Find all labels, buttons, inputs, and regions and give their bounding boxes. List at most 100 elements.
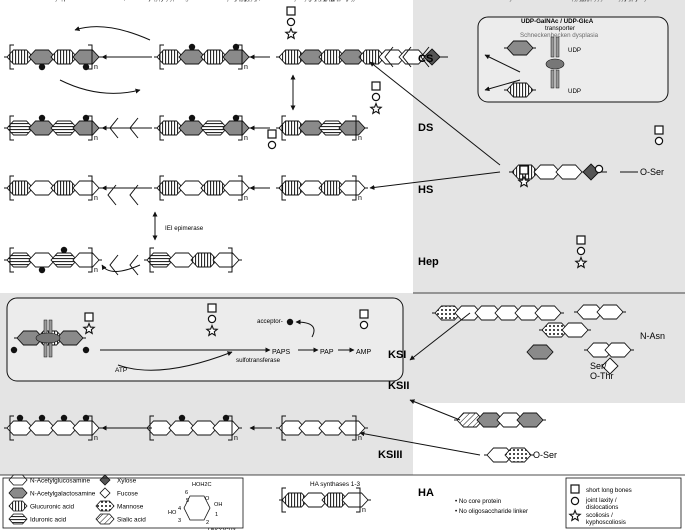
symbol-legend-label: kyphoscoliosis — [586, 519, 626, 526]
sugar-glcnac — [72, 180, 100, 196]
enzyme-label-line: Muscular dystrophy- — [302, 0, 358, 2]
transporter-protein — [545, 58, 565, 70]
enzyme-annotations: C6STsulfotransferaseSpondylo-epiphyseald… — [29, 0, 664, 522]
enzyme-label-line: sulfate transporter — [30, 0, 80, 2]
legend-label: Sialic acid — [117, 517, 146, 524]
short-long-bones-symbol — [570, 484, 580, 494]
legend-swatch — [8, 500, 28, 512]
short-long-bones-symbol — [286, 6, 296, 16]
enzyme-label-line: gPAPP — [308, 0, 328, 2]
structure-label: 4 — [178, 506, 181, 512]
enzyme-label-line: EDS — [579, 0, 592, 2]
joint-laxity-symbol — [654, 136, 664, 146]
repeat-bracket-left — [281, 415, 286, 441]
joint-laxity-symbol — [371, 92, 381, 102]
legend-label: Xylose — [117, 478, 137, 485]
enzyme-label-line: Brachyolmia type 4 with — [132, 0, 198, 2]
atp-label: ATP — [115, 367, 127, 374]
chevron-mark — [109, 117, 119, 139]
dtdst-channel — [48, 342, 53, 358]
enzyme-label-line: nucleotide phosphatase — [285, 0, 351, 2]
label-ksii: KSII — [388, 380, 409, 392]
short-long-bones-symbol — [359, 309, 369, 319]
enzyme-label-line: syndrome — [506, 0, 534, 2]
enzyme-label-line: transferase — [625, 0, 657, 2]
sulfate-dot — [188, 114, 196, 122]
ksiii-arrow — [359, 431, 481, 456]
repeat-n: n — [94, 64, 98, 71]
enzyme-label-line: Larsen-like — [505, 0, 536, 2]
sugar-galnac — [222, 120, 250, 136]
repeat-n: n — [358, 135, 362, 142]
repeat-n: n — [244, 64, 248, 71]
legend-label: Glucuronic acid — [30, 504, 74, 511]
enzyme-label-line: CS polymerase — [314, 0, 357, 2]
enzyme-label-line: transferase — [570, 0, 602, 2]
sugar-galnac — [72, 49, 100, 65]
enzyme-label-line: joint dislocations, — [293, 0, 341, 2]
enzyme-label-line: KSGal6ST — [110, 0, 139, 2]
sulfate-dot — [10, 346, 18, 354]
linker-to-hs — [369, 171, 501, 190]
legend-swatch — [95, 500, 115, 512]
sulfate-dot — [16, 414, 24, 422]
scoliosis-symbol — [284, 26, 298, 40]
short-long-bones-symbol — [267, 129, 277, 139]
sugar-glcnac — [596, 304, 624, 320]
transporter-channel — [555, 69, 560, 89]
transporter-sub: transporter — [545, 25, 575, 32]
sulfate-dot — [178, 414, 186, 422]
ksii-arrow — [409, 399, 461, 421]
sugar-gal — [555, 164, 583, 180]
repeat-bracket-right — [88, 247, 93, 273]
legend-label: Fucose — [117, 491, 138, 498]
sugar-galnac — [516, 412, 544, 428]
enzyme-label-line: Progeroid — [572, 0, 599, 2]
ksi-arrow — [409, 312, 471, 361]
enzyme-label-line: Macular — [234, 0, 256, 2]
pathway-arrows — [59, 26, 521, 456]
repeat-n: n — [94, 135, 98, 142]
sugar-fuc — [601, 357, 619, 375]
sulfate-dot — [38, 114, 46, 122]
enzyme-label-line: metaphyseal changes — [135, 0, 195, 2]
enzyme-label-line: GalT-I — [577, 0, 594, 2]
dtdst-channel — [43, 342, 48, 358]
enzyme-label-line: chondrodysplasias — [29, 0, 80, 2]
sugar-glcnac — [604, 342, 632, 358]
sugar-galnac — [222, 49, 250, 65]
enzyme-label-line: GRAPP type — [301, 0, 337, 2]
structure-label: 2 — [206, 520, 209, 526]
enzyme-label-line: EDS type I — [225, 0, 255, 2]
repeat-bracket-left — [9, 247, 14, 273]
enzyme-label-line: DS epimerase — [310, 0, 350, 2]
label-ksiii: KSIII — [378, 449, 402, 461]
sugar-galnac — [526, 344, 554, 360]
symbol-legend-label: scoliosis / — [586, 512, 613, 519]
repeat-bracket-right — [88, 115, 93, 141]
sugar-glca — [506, 82, 534, 98]
chevron-mark — [384, 46, 394, 68]
enzyme-label-line: type I — [582, 0, 597, 2]
amp-label: AMP — [356, 349, 372, 356]
enzyme-label-line: multiple — [324, 0, 346, 2]
repeat-bracket-left — [281, 175, 286, 201]
scoliosis-symbol — [568, 508, 582, 522]
enzyme-label-line: HS6ST — [105, 0, 125, 2]
chevron-mark — [420, 46, 430, 68]
enzyme-label-line: and U2ST — [101, 0, 129, 2]
enzyme-label-line: sulfotransferases — [91, 0, 138, 2]
structure-label: HOH2C — [192, 482, 212, 488]
ks-panel — [0, 403, 413, 475]
symbol-legend-border — [565, 477, 682, 529]
linker-to-cs — [369, 61, 501, 166]
joint-laxity-symbol — [207, 314, 217, 324]
chevron-mark — [129, 254, 139, 276]
repeat-n: n — [358, 435, 362, 442]
enzyme-label-line: D4ST — [232, 0, 248, 2]
structure-label: O — [205, 496, 210, 502]
pap-label: PAP — [320, 349, 334, 356]
enzyme-label-line: transferase — [267, 0, 299, 2]
legend-label: N-Acetylgalactosamine — [30, 491, 96, 498]
